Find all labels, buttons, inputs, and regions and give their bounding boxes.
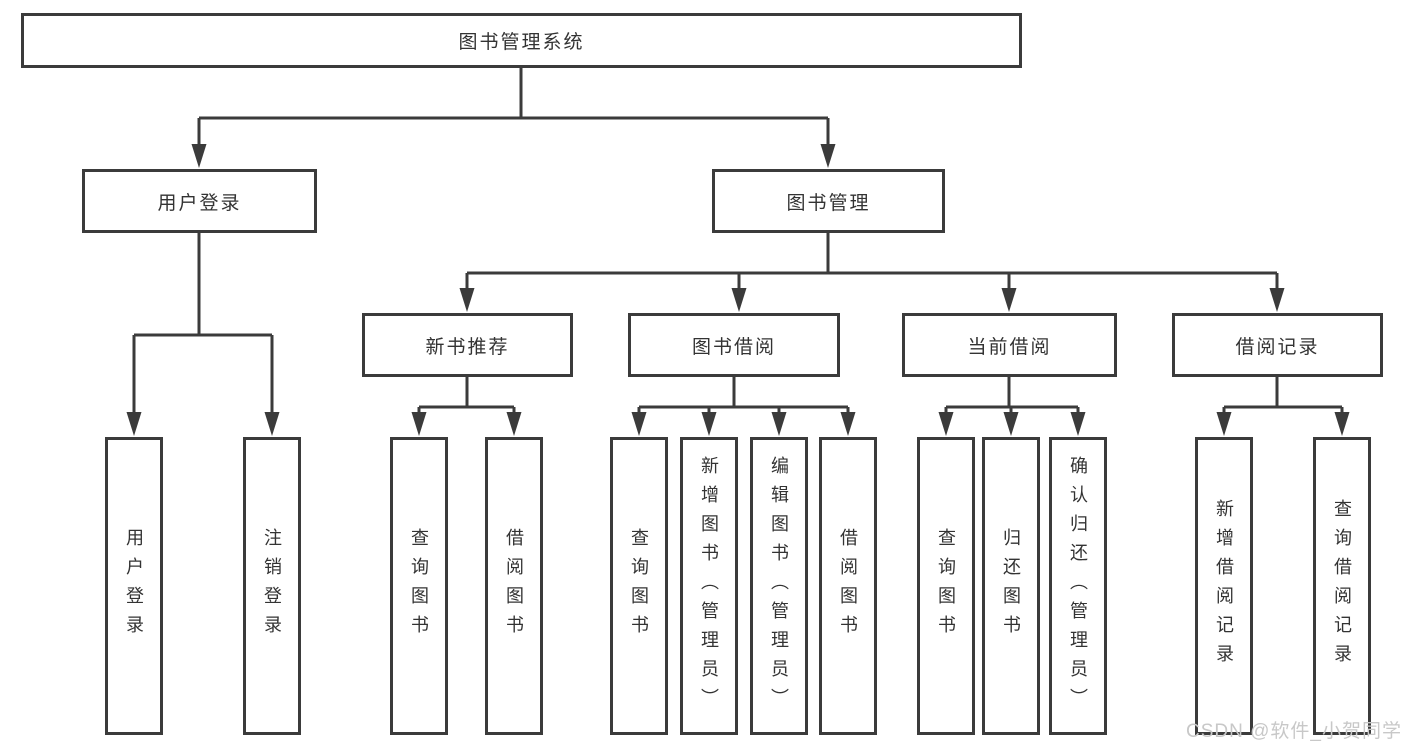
leaf-query-books-recommend: 查询图书: [390, 437, 448, 735]
arrowhead-icon: [938, 412, 954, 436]
node-label: 新书推荐: [425, 336, 510, 358]
node-borrowing-records: 借阅记录: [1172, 313, 1383, 377]
node-label: 借阅图书: [504, 528, 524, 644]
node-label: 新增图书（管理员）: [699, 455, 719, 717]
node-label: 确认归还（管理员）: [1068, 455, 1088, 717]
node-label: 查询图书: [409, 528, 429, 644]
arrowhead-icon: [1003, 412, 1019, 436]
arrowhead-icon: [264, 412, 280, 436]
node-label: 归还图书: [1001, 528, 1021, 644]
arrowhead-icon: [1070, 412, 1086, 436]
connector-root-to-modules: [191, 68, 836, 168]
arrowhead-icon: [506, 412, 522, 436]
node-label: 查询借阅记录: [1332, 499, 1352, 673]
arrowhead-icon: [1001, 288, 1017, 312]
connector-borrow-records-to-features: [1216, 377, 1350, 436]
arrowhead-icon: [840, 412, 856, 436]
node-label: 查询图书: [936, 528, 956, 644]
leaf-logout: 注销登录: [243, 437, 301, 735]
arrowhead-icon: [1216, 412, 1232, 436]
leaf-borrow-books: 借阅图书: [819, 437, 877, 735]
node-book-borrowing: 图书借阅: [628, 313, 840, 377]
node-label: 查询图书: [629, 528, 649, 644]
arrowhead-icon: [820, 144, 836, 168]
leaf-query-books-current: 查询图书: [917, 437, 975, 735]
node-book-management-module: 图书管理: [712, 169, 945, 233]
node-label: 借阅记录: [1235, 336, 1320, 358]
connector-new-book-to-features: [411, 377, 522, 436]
arrowhead-icon: [701, 412, 717, 436]
leaf-borrow-books-recommend: 借阅图书: [485, 437, 543, 735]
arrowhead-icon: [731, 288, 747, 312]
arrowhead-icon: [631, 412, 647, 436]
connector-book-borrow-to-features: [631, 377, 856, 436]
csdn-watermark: CSDN @软件_小贺同学: [1186, 721, 1402, 742]
arrowhead-icon: [126, 412, 142, 436]
connector-book-management-to-submodules: [459, 233, 1285, 312]
connector-current-borrow-to-features: [938, 377, 1086, 436]
leaf-add-borrow-record: 新增借阅记录: [1195, 437, 1253, 735]
node-current-borrowing: 当前借阅: [902, 313, 1117, 377]
node-label: 新增借阅记录: [1214, 499, 1234, 673]
node-label: 注销登录: [262, 528, 282, 644]
node-label: 当前借阅: [967, 336, 1052, 358]
node-new-book-recommendation: 新书推荐: [362, 313, 573, 377]
node-label: 用户登录: [157, 192, 242, 214]
arrowhead-icon: [191, 144, 207, 168]
node-root-system: 图书管理系统: [21, 13, 1022, 68]
arrowhead-icon: [1269, 288, 1285, 312]
node-label: 用户登录: [124, 528, 144, 644]
node-label: 借阅图书: [838, 528, 858, 644]
connector-user-login-to-features: [126, 233, 280, 436]
node-label: 图书借阅: [691, 336, 776, 358]
arrowhead-icon: [1334, 412, 1350, 436]
node-label: 图书管理系统: [458, 32, 585, 53]
arrowhead-icon: [459, 288, 475, 312]
leaf-query-books-borrow: 查询图书: [610, 437, 668, 735]
node-user-login-module: 用户登录: [82, 169, 317, 233]
arrowhead-icon: [411, 412, 427, 436]
leaf-return-books: 归还图书: [982, 437, 1040, 735]
leaf-edit-books-admin: 编辑图书（管理员）: [750, 437, 808, 735]
arrowhead-icon: [771, 412, 787, 436]
node-label: 图书管理: [786, 192, 871, 214]
leaf-confirm-return-admin: 确认归还（管理员）: [1049, 437, 1107, 735]
node-label: 编辑图书（管理员）: [769, 455, 789, 717]
leaf-query-borrow-record: 查询借阅记录: [1313, 437, 1371, 735]
leaf-user-login: 用户登录: [105, 437, 163, 735]
leaf-add-books-admin: 新增图书（管理员）: [680, 437, 738, 735]
